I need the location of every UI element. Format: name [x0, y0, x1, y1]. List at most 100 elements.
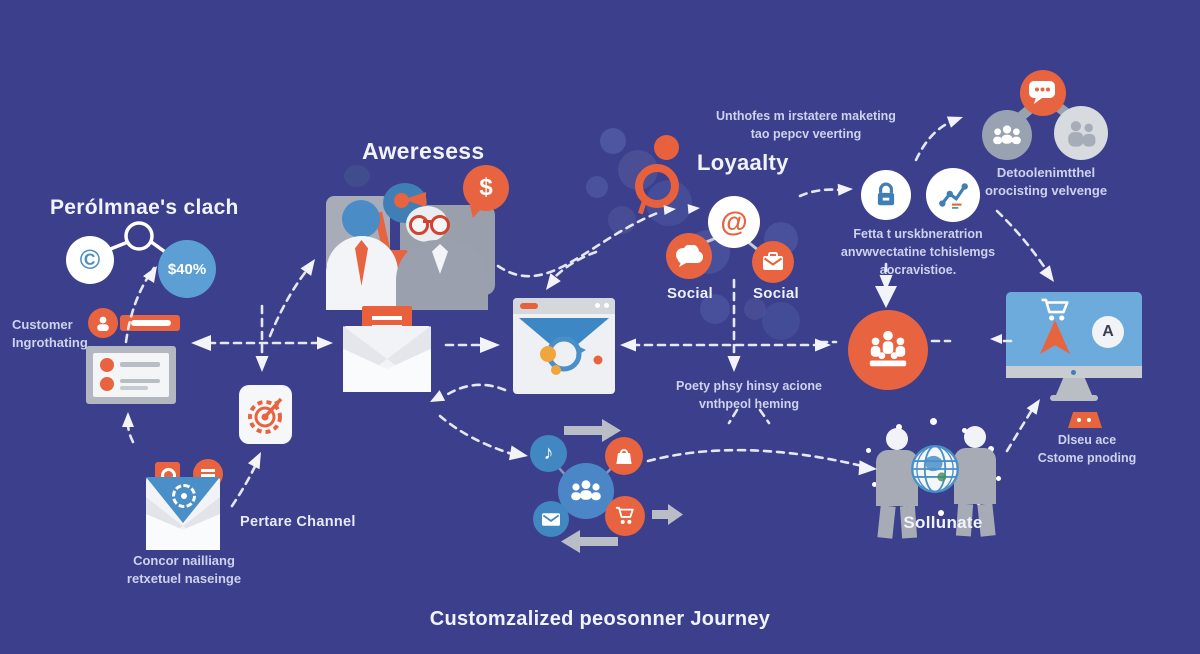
- label-unthofes: Unthofes m irstatere maketing tao pepcv …: [716, 109, 896, 141]
- label-concor: Concor nailliang retxetuel naseinge: [126, 553, 242, 587]
- stage-title-perolmnaes: Perólmnae's clach: [50, 196, 239, 219]
- music-circle: ♪: [530, 435, 567, 472]
- discount-badge: $40%: [158, 240, 216, 298]
- orange-ring-stem: [637, 199, 648, 215]
- megaphone-dot: [394, 193, 409, 208]
- decor-dot: [930, 418, 937, 425]
- label-social-right: Social: [753, 285, 799, 302]
- decor-dot: [996, 476, 1001, 481]
- orange-dot: [654, 135, 679, 160]
- copyright-icon: ©: [66, 236, 114, 284]
- dollar-glyph: $: [479, 174, 493, 201]
- speech-bubble-icon: [1029, 81, 1055, 104]
- chat-network-circle: [1020, 70, 1066, 116]
- audience-group-icon: [869, 330, 907, 367]
- shopping-bag-icon: [616, 449, 632, 464]
- discount-value: $40%: [167, 260, 207, 278]
- monitor-bezel: [1006, 366, 1142, 378]
- people-silhouettes-icon: [1068, 121, 1096, 147]
- decor-dot: [600, 128, 626, 154]
- list-line: [201, 474, 215, 477]
- glasses-left-lens: [409, 215, 429, 235]
- shopping-cart-icon: [615, 506, 634, 524]
- decor-dot: [866, 448, 871, 453]
- mail-briefcase-icon: [763, 252, 783, 270]
- copyright-glyph: ©: [79, 244, 101, 275]
- glasses-right-lens: [430, 215, 450, 235]
- stage-title-aweresess: Aweresess: [362, 138, 485, 164]
- people-group-icon: [571, 480, 601, 501]
- music-note-icon: ♪: [543, 442, 554, 464]
- stage-title-sollunate: Sollunate: [903, 513, 983, 532]
- glasses-bridge: [423, 220, 431, 223]
- label-pertare-channel: Pertare Channel: [240, 514, 356, 530]
- gear-target-icon: [247, 397, 282, 434]
- card-row-icon: [100, 358, 114, 372]
- gear-icon: [172, 484, 196, 508]
- speech-bubble-icon: [676, 245, 703, 267]
- browser-window: [513, 298, 615, 394]
- person-left-head: [342, 200, 380, 238]
- people-group-icon: [993, 124, 1021, 144]
- trapezoid-dot: [1077, 418, 1081, 422]
- label-customer-ingrothating: Customer Ingrothating: [12, 317, 88, 351]
- name-tag-bar: [120, 315, 180, 331]
- audience-blue-circle: [558, 463, 614, 519]
- cart-circle: [605, 496, 645, 536]
- person-icon: [97, 316, 109, 331]
- card-row-line: [120, 386, 148, 390]
- cursor-logo: [1040, 320, 1070, 354]
- monitor-base: [1050, 395, 1098, 401]
- stage-title-loyaalty: Loyaalty: [697, 150, 789, 175]
- monitor-stand: [1056, 378, 1092, 395]
- chat-cloud-circle: [666, 233, 712, 279]
- contact-card: [86, 346, 176, 404]
- team-gray-circle: [982, 110, 1032, 160]
- route-circle: [926, 168, 980, 222]
- monitor-screen: A: [1006, 292, 1142, 366]
- shopping-cart-icon: [1041, 298, 1069, 321]
- label-social-left: Social: [667, 285, 713, 302]
- card-row-line: [120, 379, 160, 383]
- dollar-bubble: $: [463, 165, 509, 211]
- trapezoid-dot: [1087, 418, 1091, 422]
- label-dlseu: Dlseu ace Cstome pnoding: [1037, 433, 1137, 465]
- browser-titlebar: [513, 298, 615, 314]
- at-circle: @: [708, 196, 760, 248]
- route-chart-icon: [939, 183, 968, 209]
- label-poety: Poety phsy hinsy acione vnthpeol heming: [676, 379, 822, 411]
- letter-a-glyph: A: [1102, 323, 1114, 340]
- figure-right-head: [964, 426, 986, 448]
- decor-dot: [344, 165, 370, 187]
- mail-circle: [533, 501, 569, 537]
- gear-target-box: [239, 385, 292, 444]
- monitor-camera-dot: [1071, 369, 1076, 375]
- browser-tab-pill: [520, 303, 538, 309]
- label-detoolenimtthel: Detoolenimtthel orocisting velvenge: [984, 165, 1108, 199]
- browser-dot: [604, 303, 609, 308]
- card-row-line: [120, 362, 160, 367]
- decor-dot: [762, 302, 800, 340]
- name-tag-stripe: [131, 320, 171, 326]
- mail-icon: [542, 512, 560, 526]
- letter-a-circle: A: [1092, 316, 1124, 348]
- browser-dot: [595, 303, 600, 308]
- card-row-icon: [100, 377, 114, 391]
- automation-envelope: [146, 477, 220, 550]
- bag-circle: [605, 437, 643, 475]
- lock-circle: [861, 170, 911, 220]
- figure-left-head: [886, 428, 908, 450]
- letter-line: [372, 316, 402, 320]
- page-title: Customzalized peosonner Journey: [429, 608, 771, 630]
- mail-case-circle: [752, 241, 794, 283]
- funnel-icon: [519, 318, 609, 375]
- audience-orange-circle: [848, 310, 928, 390]
- decor-dot: [586, 176, 608, 198]
- orange-trapezoid-icon: [1068, 412, 1102, 428]
- gear-center: [181, 493, 187, 499]
- decor-dot: [608, 206, 636, 234]
- globe-icon: [911, 445, 959, 493]
- center-envelope: [343, 326, 431, 392]
- list-line: [201, 469, 215, 472]
